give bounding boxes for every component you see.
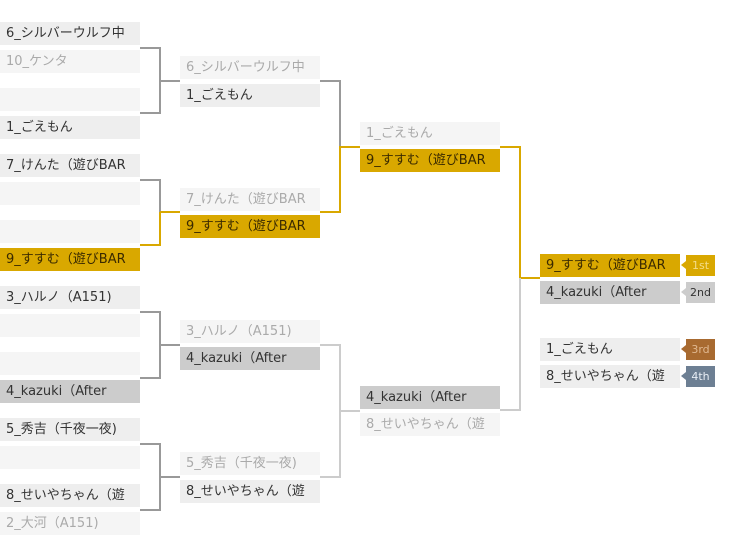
round3-entry[interactable]: 4_kazuki（After xyxy=(360,386,500,409)
round1-entry[interactable]: 9_すすむ（遊びBAR xyxy=(0,248,140,271)
connector xyxy=(140,211,180,246)
rank-badge: 3rd xyxy=(681,339,715,360)
round2-entry[interactable]: 5_秀吉（千夜一夜) xyxy=(180,452,320,475)
connector xyxy=(320,146,360,213)
round2-entry[interactable]: 6_シルバーウルフ中 xyxy=(180,56,320,79)
round2-entry[interactable]: 1_ごえもん xyxy=(180,84,320,107)
round2-entry[interactable]: 4_kazuki（After xyxy=(180,347,320,370)
rank-badge: 2nd xyxy=(681,282,715,303)
connector xyxy=(500,146,540,279)
rank-badge: 1st xyxy=(681,255,715,276)
final-entry[interactable]: 8_せいやちゃん（遊 xyxy=(540,365,680,388)
final-entry[interactable]: 4_kazuki（After xyxy=(540,281,680,304)
round1-entry[interactable]: 7_けんた（遊びBAR xyxy=(0,154,140,177)
connector xyxy=(140,311,180,379)
final-entry[interactable]: 1_ごえもん xyxy=(540,338,680,361)
round2-entry[interactable]: 7_けんた（遊びBAR xyxy=(180,188,320,211)
round3-entry[interactable]: 1_ごえもん xyxy=(360,122,500,145)
connector xyxy=(140,179,161,212)
connector xyxy=(500,278,521,411)
round1-entry[interactable]: 10_ケンタ xyxy=(0,50,140,73)
connector xyxy=(140,443,180,511)
round1-entry[interactable]: 8_せいやちゃん（遊 xyxy=(0,484,140,507)
round1-entry[interactable]: 5_秀吉（千夜一夜) xyxy=(0,418,140,441)
round3-entry[interactable]: 9_すすむ（遊びBAR xyxy=(360,149,500,172)
round2-entry[interactable]: 9_すすむ（遊びBAR xyxy=(180,215,320,238)
round1-entry[interactable] xyxy=(0,314,140,337)
round1-entry[interactable]: 6_シルバーウルフ中 xyxy=(0,22,140,45)
round1-entry[interactable]: 1_ごえもん xyxy=(0,116,140,139)
rank-badge: 4th xyxy=(681,366,715,387)
round2-entry[interactable]: 3_ハルノ（A151) xyxy=(180,320,320,343)
final-entry[interactable]: 9_すすむ（遊びBAR xyxy=(540,254,680,277)
round1-entry[interactable]: 2_大河（A151) xyxy=(0,512,140,535)
round1-entry[interactable] xyxy=(0,446,140,469)
round1-entry[interactable]: 4_kazuki（After xyxy=(0,380,140,403)
connector xyxy=(320,344,360,478)
connector xyxy=(140,47,180,114)
round1-entry[interactable] xyxy=(0,352,140,375)
round1-entry[interactable] xyxy=(0,88,140,111)
round3-entry[interactable]: 8_せいやちゃん（遊 xyxy=(360,413,500,436)
round1-entry[interactable] xyxy=(0,220,140,243)
round1-entry[interactable]: 3_ハルノ（A151) xyxy=(0,286,140,309)
connector xyxy=(320,80,341,147)
round1-entry[interactable] xyxy=(0,182,140,205)
round2-entry[interactable]: 8_せいやちゃん（遊 xyxy=(180,480,320,503)
